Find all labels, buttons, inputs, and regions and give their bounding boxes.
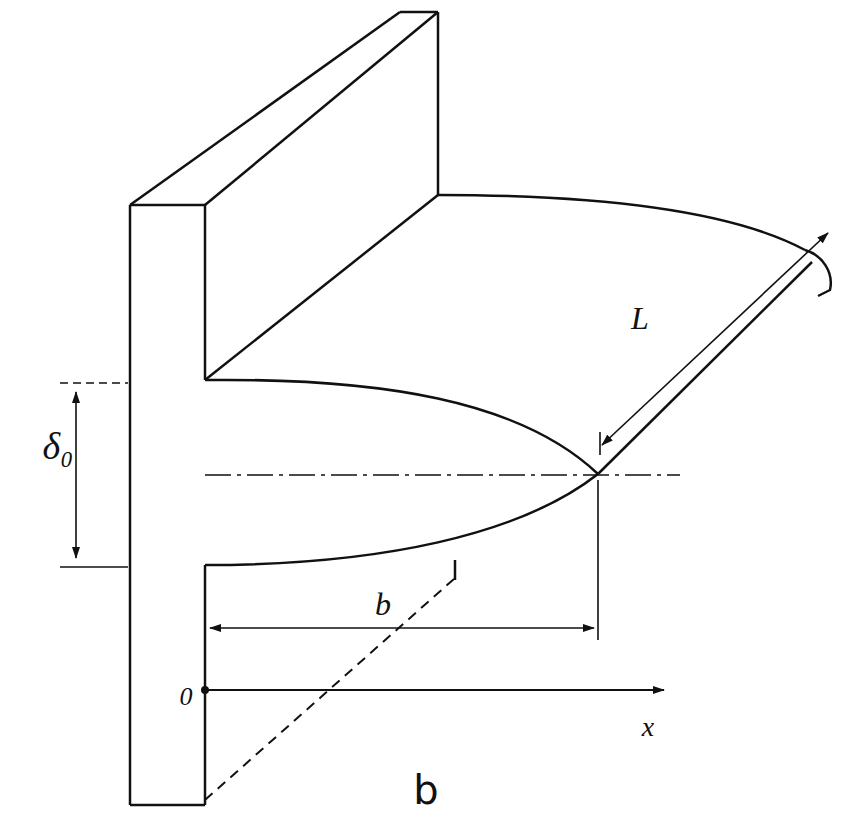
figure-caption: b — [413, 770, 438, 810]
dimension-label: δ₀ — [43, 427, 74, 465]
origin-label: 0 — [180, 684, 193, 710]
dimension-label: b — [375, 588, 391, 620]
dimension-label: L — [631, 302, 649, 334]
axis-label: x — [642, 713, 654, 741]
